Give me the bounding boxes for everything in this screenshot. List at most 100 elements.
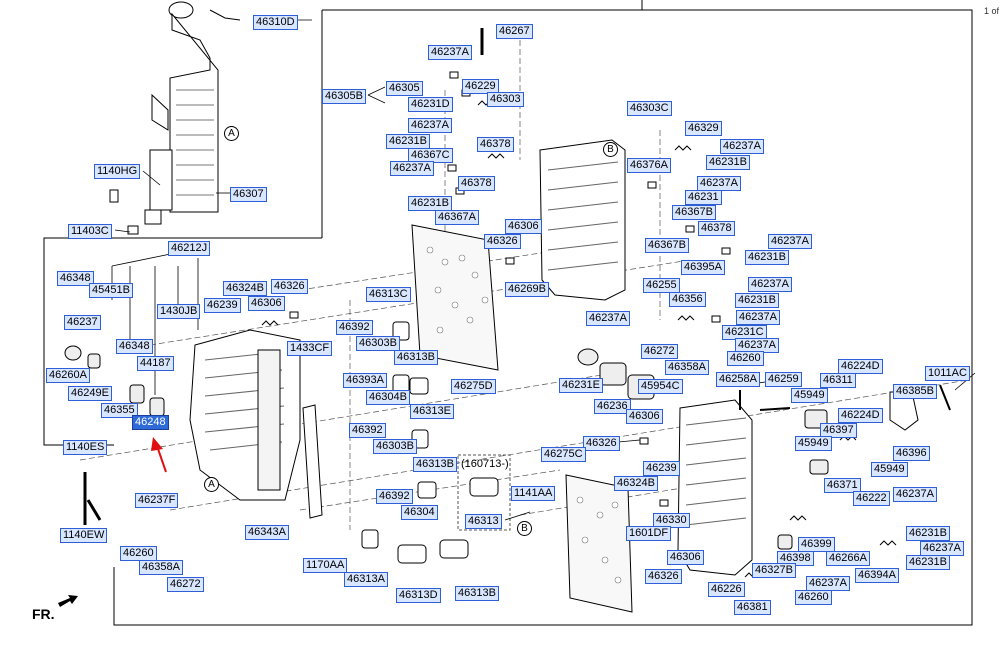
part-label[interactable]: 44187 bbox=[137, 356, 174, 371]
part-label[interactable]: 1140ES bbox=[63, 440, 108, 455]
part-label[interactable]: 46272 bbox=[641, 344, 678, 359]
part-label[interactable]: 46224D bbox=[838, 408, 883, 423]
part-label-selected[interactable]: 46248 bbox=[132, 415, 169, 430]
part-label[interactable]: 46237A bbox=[697, 176, 741, 191]
part-label[interactable]: 46304 bbox=[401, 505, 438, 520]
part-label[interactable]: 46237A bbox=[428, 45, 472, 60]
part-label[interactable]: 46212J bbox=[168, 241, 211, 256]
part-label[interactable]: 46303 bbox=[487, 92, 524, 107]
part-label[interactable]: 11403C bbox=[68, 224, 112, 239]
part-label[interactable]: 46255 bbox=[643, 278, 680, 293]
part-label[interactable]: 46222 bbox=[853, 491, 890, 506]
part-label[interactable]: 46258A bbox=[716, 372, 760, 387]
part-label[interactable]: 46326 bbox=[484, 234, 521, 249]
part-label[interactable]: 46231B bbox=[906, 555, 950, 570]
part-label[interactable]: 46313B bbox=[394, 350, 438, 365]
part-label[interactable]: 46378 bbox=[458, 176, 495, 191]
part-label[interactable]: 1011AC bbox=[925, 366, 970, 381]
part-label[interactable]: 46311 bbox=[820, 373, 856, 388]
part-label[interactable]: 46392 bbox=[376, 489, 413, 504]
part-label[interactable]: 46393A bbox=[343, 373, 387, 388]
part-label[interactable]: 46371 bbox=[824, 478, 861, 493]
part-label[interactable]: 46272 bbox=[167, 577, 204, 592]
part-label[interactable]: 46239 bbox=[204, 298, 241, 313]
part-label[interactable]: 46237A bbox=[748, 277, 792, 292]
part-label[interactable]: 46395A bbox=[681, 260, 725, 275]
part-label[interactable]: 46237A bbox=[408, 118, 452, 133]
part-label[interactable]: 46307 bbox=[230, 187, 267, 202]
part-label[interactable]: 46326 bbox=[271, 279, 308, 294]
part-label[interactable]: 46259 bbox=[765, 372, 802, 387]
part-label[interactable]: 46305 bbox=[386, 81, 423, 96]
part-label[interactable]: 45451B bbox=[89, 283, 133, 298]
part-label[interactable]: 46324B bbox=[614, 476, 658, 491]
part-label[interactable]: 46237A bbox=[390, 161, 434, 176]
part-label[interactable]: 46348 bbox=[116, 339, 153, 354]
part-label[interactable]: 46237F bbox=[135, 493, 179, 508]
part-label[interactable]: 46237A bbox=[720, 139, 764, 154]
part-label[interactable]: 46313E bbox=[410, 404, 454, 419]
part-label[interactable]: 46267 bbox=[496, 24, 533, 39]
part-label[interactable]: 1433CF bbox=[287, 341, 333, 356]
part-label[interactable]: 46304B bbox=[366, 390, 410, 405]
part-label[interactable]: 45954C bbox=[638, 379, 683, 394]
part-label[interactable]: 46237A bbox=[768, 234, 812, 249]
part-label[interactable]: 46231 bbox=[685, 190, 722, 205]
part-label[interactable]: 46355 bbox=[101, 403, 138, 418]
part-label[interactable]: 46326 bbox=[645, 569, 682, 584]
part-label[interactable]: 1170AA bbox=[303, 558, 348, 573]
part-label[interactable]: 46376A bbox=[627, 158, 671, 173]
part-label[interactable]: 46306 bbox=[667, 550, 704, 565]
part-label[interactable]: 46324B bbox=[223, 281, 267, 296]
part-label[interactable]: 46378 bbox=[477, 137, 514, 152]
part-label[interactable]: 46394A bbox=[855, 568, 899, 583]
part-label[interactable]: 46260 bbox=[120, 546, 157, 561]
part-label[interactable]: 46367C bbox=[408, 148, 453, 163]
part-label[interactable]: 46378 bbox=[698, 221, 735, 236]
part-label[interactable]: 46358A bbox=[139, 560, 183, 575]
part-label[interactable]: 46330 bbox=[653, 513, 690, 528]
part-label[interactable]: 46327B bbox=[752, 563, 796, 578]
part-label[interactable]: 46266A bbox=[826, 551, 870, 566]
part-label[interactable]: 46275D bbox=[451, 379, 496, 394]
part-label[interactable]: 46313C bbox=[366, 287, 411, 302]
part-label[interactable]: 46237 bbox=[64, 315, 101, 330]
part-label[interactable]: 46260 bbox=[727, 351, 764, 366]
part-label[interactable]: 46396 bbox=[893, 446, 930, 461]
part-label[interactable]: 46231E bbox=[559, 378, 603, 393]
part-label[interactable]: 46343A bbox=[245, 525, 289, 540]
part-label[interactable]: 46313B bbox=[455, 586, 499, 601]
part-label[interactable]: 46303C bbox=[627, 101, 672, 116]
part-label[interactable]: 46224D bbox=[838, 359, 883, 374]
part-label[interactable]: 46303B bbox=[356, 336, 400, 351]
part-label[interactable]: 46231B bbox=[386, 134, 430, 149]
part-label[interactable]: 1601DF bbox=[626, 526, 672, 541]
part-label[interactable]: 46249E bbox=[68, 386, 112, 401]
part-label[interactable]: 46231D bbox=[408, 97, 453, 112]
part-label[interactable]: 46356 bbox=[669, 292, 706, 307]
part-label[interactable]: 46306 bbox=[626, 409, 663, 424]
part-label[interactable]: 46385B bbox=[893, 384, 937, 399]
part-label[interactable]: 46260 bbox=[795, 590, 832, 605]
part-label[interactable]: 46313D bbox=[396, 588, 441, 603]
part-label[interactable]: 46275C bbox=[541, 447, 586, 462]
part-label[interactable]: 46399 bbox=[798, 537, 835, 552]
part-label[interactable]: 46367B bbox=[645, 238, 689, 253]
part-label[interactable]: 46358A bbox=[665, 360, 709, 375]
part-label[interactable]: 45949 bbox=[795, 436, 832, 451]
part-label[interactable]: 46239 bbox=[643, 461, 680, 476]
part-label[interactable]: 46313A bbox=[344, 572, 388, 587]
part-label[interactable]: 46348 bbox=[57, 271, 94, 286]
part-label[interactable]: 46305B bbox=[322, 89, 366, 104]
part-label[interactable]: 46397 bbox=[820, 423, 857, 438]
part-label[interactable]: 46392 bbox=[349, 423, 386, 438]
part-label[interactable]: 45949 bbox=[791, 388, 828, 403]
part-label[interactable]: 1140EW bbox=[60, 528, 108, 543]
part-label[interactable]: 45949 bbox=[871, 462, 908, 477]
part-label[interactable]: 46237A bbox=[735, 338, 779, 353]
part-label[interactable]: 46313B bbox=[413, 457, 457, 472]
part-label[interactable]: 1430JB bbox=[157, 304, 201, 319]
part-label[interactable]: 46269B bbox=[505, 282, 549, 297]
part-label[interactable]: 46306 bbox=[505, 219, 542, 234]
part-label[interactable]: 46236 bbox=[594, 399, 631, 414]
